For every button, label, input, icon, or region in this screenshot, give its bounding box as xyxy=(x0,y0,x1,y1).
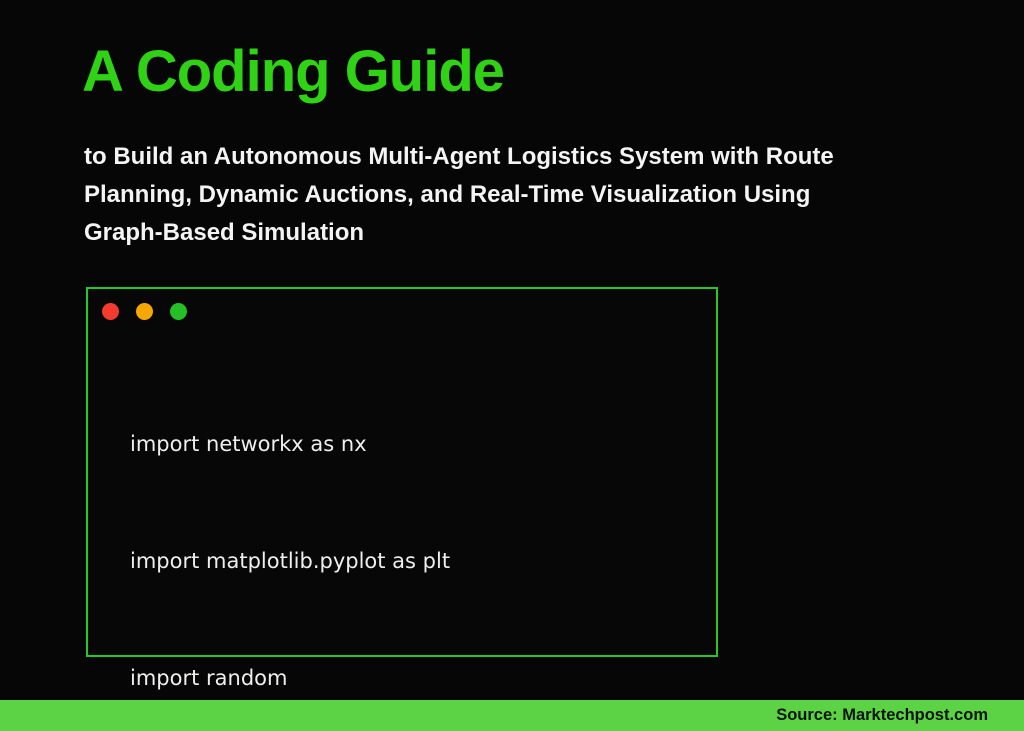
code-window: import networkx as nx import matplotlib.… xyxy=(86,287,718,690)
minimize-dot-icon[interactable] xyxy=(136,303,153,320)
subtitle-line-2: Planning, Dynamic Auctions, and Real-Tim… xyxy=(84,181,811,208)
source-bar: Source: Marktechpost.com xyxy=(0,700,1024,731)
window-controls xyxy=(102,303,187,320)
code-line: import networkx as nx xyxy=(130,432,367,456)
code-line: import random xyxy=(130,666,288,690)
code-line: import matplotlib.pyplot as plt xyxy=(130,549,451,573)
source-attribution: Source: Marktechpost.com xyxy=(776,706,988,724)
page-subtitle: to Build an Autonomous Multi-Agent Logis… xyxy=(84,138,834,252)
subtitle-line-3: Graph-Based Simulation xyxy=(84,219,365,246)
page-title: A Coding Guide xyxy=(82,39,505,104)
close-dot-icon[interactable] xyxy=(102,303,119,320)
code-block: import networkx as nx import matplotlib.… xyxy=(130,347,560,731)
subtitle-line-1: to Build an Autonomous Multi-Agent Logis… xyxy=(84,143,834,170)
maximize-dot-icon[interactable] xyxy=(170,303,187,320)
